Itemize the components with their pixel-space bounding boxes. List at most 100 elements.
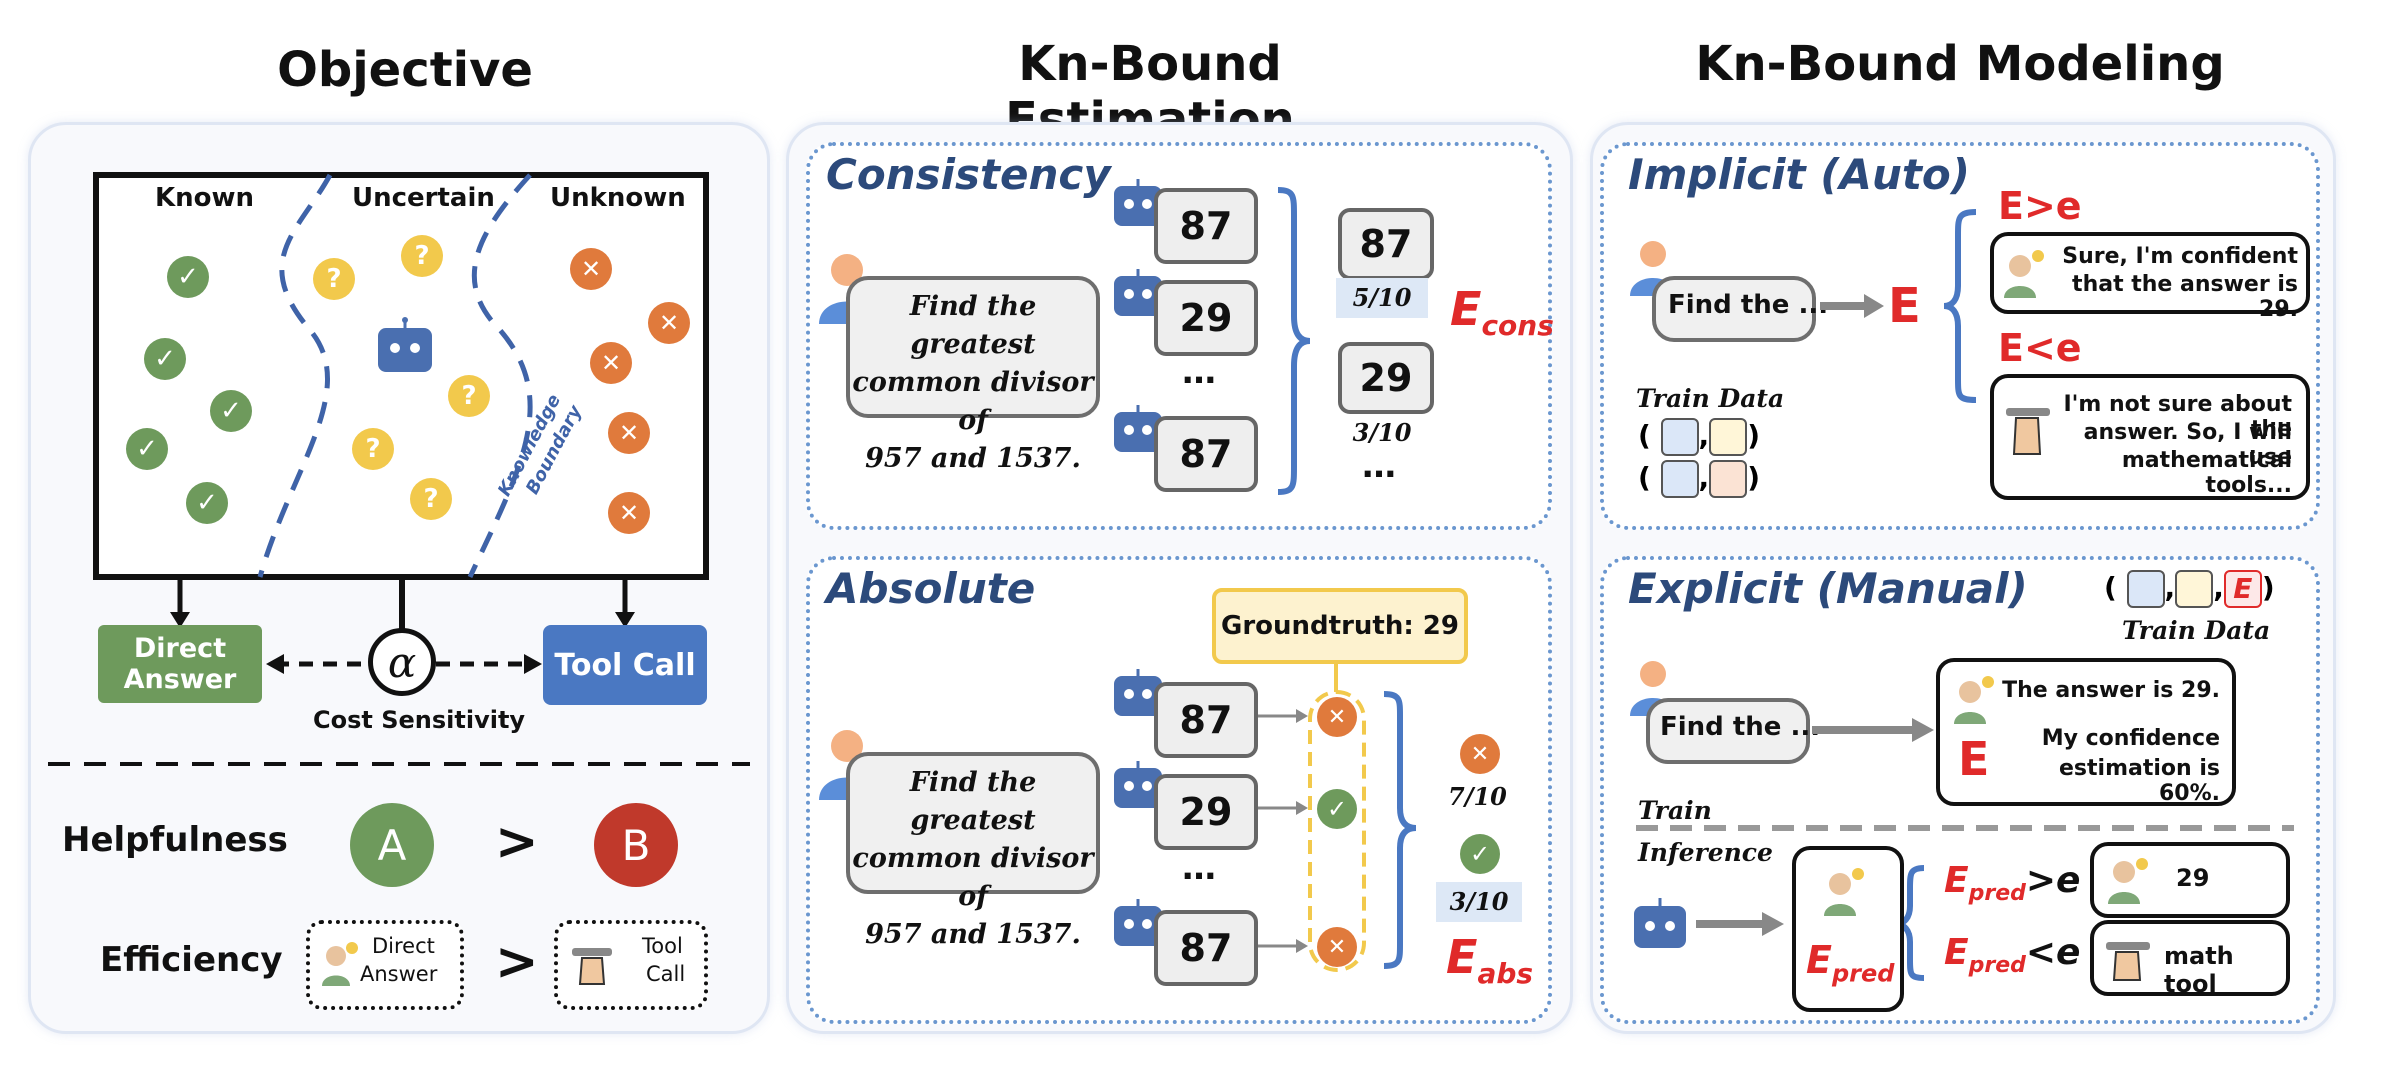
direct-answer-line2: Answer bbox=[123, 664, 237, 695]
train-label: Train bbox=[1638, 796, 1712, 825]
robot-icon bbox=[1634, 898, 1686, 948]
sample-value: 87 bbox=[1154, 188, 1258, 264]
sample-value: 29 bbox=[1154, 774, 1258, 850]
epred-low: Epred<e bbox=[1944, 932, 2081, 979]
direct-answer-box: Direct Answer bbox=[98, 625, 262, 703]
train-pair-1: ( ,) bbox=[1638, 418, 1760, 456]
implicit-e: E bbox=[1888, 278, 1921, 334]
out-answer: 29 bbox=[2176, 864, 2210, 892]
implicit-low: E<e bbox=[1998, 326, 2082, 370]
gt-symbol-2: > bbox=[495, 932, 539, 992]
epred-box: Epred bbox=[1792, 846, 1904, 1012]
check-icon: ✓ bbox=[210, 390, 252, 432]
agg-ellipsis: … bbox=[1362, 446, 1396, 486]
check-icon: ✓ bbox=[144, 338, 186, 380]
eff-direct-line2: Answer bbox=[360, 962, 438, 986]
explicit-title: Explicit (Manual) bbox=[1628, 564, 2028, 613]
alpha-node: α bbox=[368, 628, 436, 696]
explicit-query-box bbox=[1646, 698, 1810, 764]
out-tool: math tool bbox=[2164, 942, 2234, 998]
cross-icon: ✕ bbox=[570, 248, 612, 290]
confident-bubble: Sure, I'm confident that the answer is 2… bbox=[1990, 232, 2310, 322]
explicit-query: Find the ... bbox=[1660, 712, 1821, 742]
implicit-query-box bbox=[1652, 276, 1816, 342]
check-icon: ✓ bbox=[126, 428, 168, 470]
absolute-question: Find the greatest common divisor of 957 … bbox=[852, 767, 1094, 950]
explicit-answer-bubble: The answer is 29. E My confidence estima… bbox=[1936, 658, 2236, 806]
gt-symbol: > bbox=[495, 812, 539, 872]
out-tool-box: math tool bbox=[2090, 920, 2290, 998]
ellipsis: … bbox=[1182, 352, 1216, 392]
unsure-line1: I'm not sure about the bbox=[2063, 392, 2292, 442]
cross-icon: ✕ bbox=[648, 302, 690, 344]
wrong-ratio: 7/10 bbox=[1448, 782, 1507, 811]
explicit-train-triple: ( ,,E) bbox=[2104, 570, 2275, 608]
question-icon: ? bbox=[401, 235, 443, 277]
e-cons-metric: Econs bbox=[1450, 282, 1554, 343]
person-idea-icon bbox=[322, 942, 358, 986]
implicit-title: Implicit (Auto) bbox=[1628, 150, 1970, 199]
person-idea-icon bbox=[2108, 858, 2148, 904]
unknown-label: Unknown bbox=[550, 183, 686, 213]
implicit-train-data: Train Data bbox=[1636, 384, 1785, 413]
consistency-title: Consistency bbox=[826, 150, 1111, 199]
modeling-title: Kn-Bound Modeling bbox=[1695, 36, 2225, 92]
unsure-bubble: I'm not sure about the answer. So, I wil… bbox=[1990, 374, 2310, 500]
epred-label: Epred bbox=[1806, 938, 1895, 988]
brace bbox=[1277, 187, 1311, 495]
check-icon: ✓ bbox=[1460, 834, 1500, 874]
agg-value: 29 bbox=[1338, 342, 1434, 414]
person-idea-icon bbox=[2004, 250, 2044, 298]
robot-icon bbox=[1114, 899, 1162, 946]
confident-line1: Sure, I'm confident bbox=[2062, 244, 2298, 269]
cross-icon: ✕ bbox=[590, 342, 632, 384]
known-label: Known bbox=[155, 183, 255, 213]
sample-value: 87 bbox=[1154, 910, 1258, 986]
agg-ratio: 3/10 bbox=[1352, 418, 1412, 447]
helpfulness-label: Helpfulness bbox=[62, 820, 288, 860]
explicit-answer-line: The answer is 29. bbox=[2002, 678, 2220, 703]
sample-value: 29 bbox=[1154, 280, 1258, 356]
consistency-question: Find the greatest common divisor of 957 … bbox=[852, 291, 1094, 474]
cross-icon: ✕ bbox=[608, 412, 650, 454]
robot-icon bbox=[378, 317, 432, 372]
confident-line2: that the answer is 29. bbox=[2072, 272, 2298, 322]
out-answer-box: 29 bbox=[2090, 842, 2290, 918]
sample-value: 87 bbox=[1154, 682, 1258, 758]
explicit-conf-line1: My confidence bbox=[2041, 726, 2220, 751]
efficiency-label: Efficiency bbox=[100, 940, 283, 980]
robot-icon bbox=[1114, 761, 1162, 808]
objective-title: Objective bbox=[277, 42, 533, 98]
check-icon: ✓ bbox=[167, 256, 209, 298]
eff-direct-box: Direct Answer bbox=[306, 920, 464, 1010]
person-idea-icon bbox=[1954, 676, 1994, 724]
robot-icon bbox=[1114, 179, 1162, 226]
eff-direct-line1: Direct bbox=[372, 934, 435, 958]
cross-icon: ✕ bbox=[608, 492, 650, 534]
question-icon: ? bbox=[352, 428, 394, 470]
ellipsis: … bbox=[1182, 848, 1216, 888]
eff-tool-line2: Call bbox=[646, 962, 686, 986]
unsure-line3: mathematical tools... bbox=[2121, 448, 2292, 498]
agg-ratio: 5/10 bbox=[1336, 278, 1428, 318]
implicit-query: Find the ... bbox=[1668, 290, 1829, 320]
train-pair-2: ( ,) bbox=[1638, 460, 1760, 498]
epred-high: Epred>e bbox=[1944, 860, 2081, 907]
badge-a: A bbox=[350, 803, 434, 887]
right-ratio: 3/10 bbox=[1436, 882, 1522, 922]
explicit-conf-line2: estimation is 60%. bbox=[2059, 756, 2220, 806]
question-icon: ? bbox=[410, 478, 452, 520]
groundtruth-box: Groundtruth: 29 bbox=[1212, 588, 1468, 664]
sample-value: 87 bbox=[1154, 416, 1258, 492]
eff-tool-line1: Tool bbox=[642, 934, 683, 958]
badge-b: B bbox=[594, 803, 678, 887]
robot-icon bbox=[1114, 269, 1162, 316]
direct-answer-line1: Direct bbox=[133, 633, 227, 664]
wrench-hand-icon bbox=[572, 948, 612, 985]
robot-icon bbox=[1114, 405, 1162, 452]
e-abs-metric: Eabs bbox=[1446, 930, 1534, 991]
consistency-question-box bbox=[846, 276, 1100, 418]
check-icon: ✓ bbox=[1317, 789, 1357, 829]
absolute-title: Absolute bbox=[826, 564, 1036, 613]
